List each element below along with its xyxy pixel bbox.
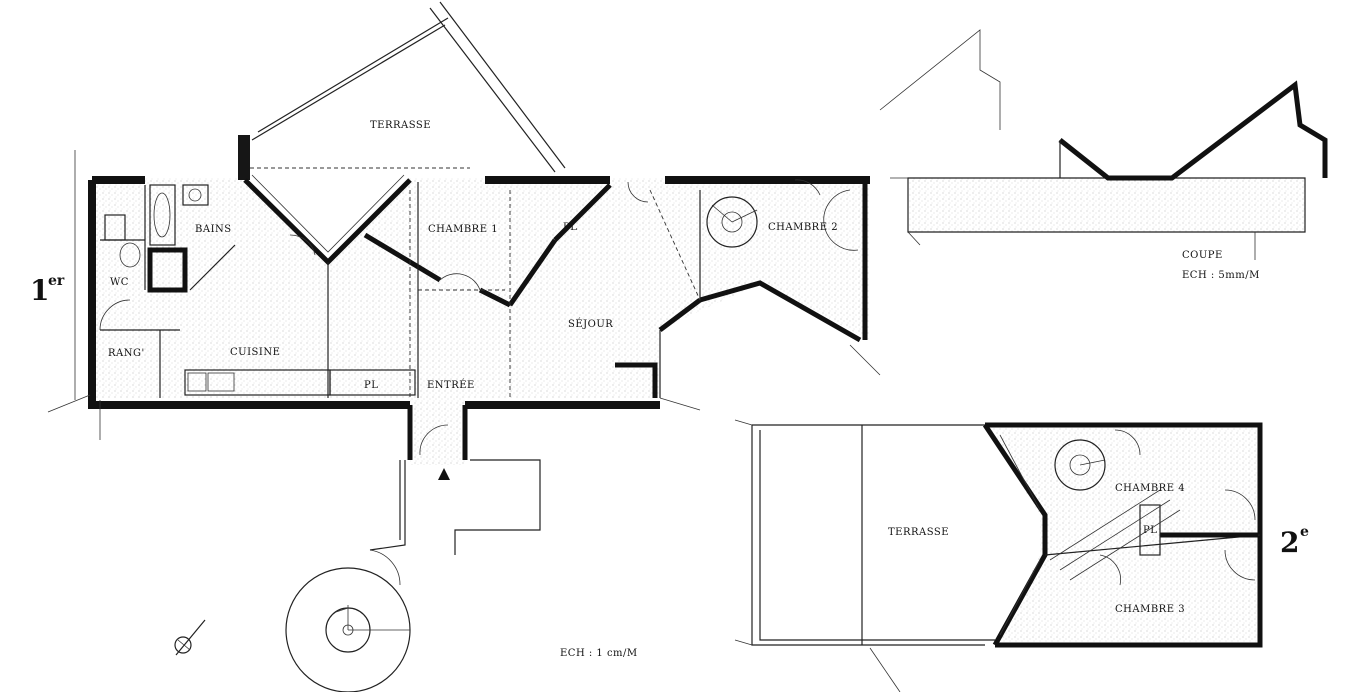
door-swings <box>99 179 859 456</box>
spiral-staircase-first <box>706 196 758 248</box>
room-label-bains: BAINS <box>195 224 232 235</box>
first-floor-plan <box>47 1 881 692</box>
room-label-pl-bottom: PL <box>364 380 378 391</box>
room-label-wc: WC <box>110 277 129 288</box>
room-label-cuisine: CUISINE <box>230 347 280 358</box>
section-scale: ECH : 5mm/M <box>1182 270 1260 281</box>
room-label-pl-top: PL <box>563 222 577 233</box>
floor-label-first-sup: er <box>48 273 65 289</box>
bathroom-fixtures <box>104 184 209 268</box>
room-label-chambre2: CHAMBRE 2 <box>768 222 838 233</box>
entry-triangle-icon <box>438 468 450 480</box>
room-label-rang: RANG' <box>108 348 145 359</box>
plan-scale: ECH : 1 cm/M <box>560 648 638 659</box>
room-label-sejour: SÉJOUR <box>568 318 613 330</box>
compass-icon <box>174 619 206 656</box>
exterior-stairs <box>285 459 541 692</box>
room-label-chambre3: CHAMBRE 3 <box>1115 604 1185 615</box>
room-label-pl-second: PL <box>1143 525 1157 536</box>
room-label-chambre4: CHAMBRE 4 <box>1115 483 1185 494</box>
room-label-terrasse-second: TERRASSE <box>888 527 949 538</box>
section-coupe <box>879 29 1328 260</box>
upper-terrace <box>250 1 566 173</box>
room-label-entree: ENTRÉE <box>427 379 475 391</box>
room-label-terrasse-first: TERRASSE <box>370 120 431 131</box>
section-title: COUPE <box>1182 250 1223 261</box>
second-floor-plan <box>734 419 1263 692</box>
kitchen-counter <box>184 369 416 396</box>
first-floor-area <box>92 178 870 465</box>
floor-label-second: 2 <box>1280 526 1299 559</box>
floor-label-first: 1 <box>30 274 49 307</box>
exterior-walls <box>88 135 870 460</box>
floor-label-second-sup: e <box>1300 524 1309 540</box>
room-label-chambre1: CHAMBRE 1 <box>428 224 498 235</box>
